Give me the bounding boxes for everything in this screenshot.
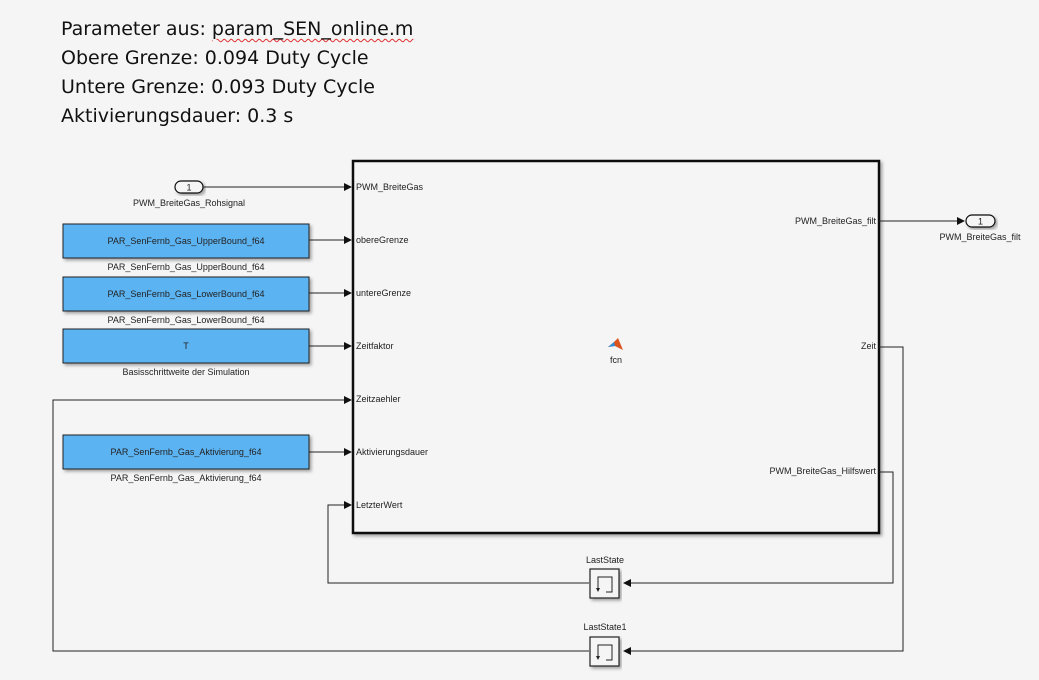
note-activation-duration: Aktivierungsdauer: 0.3 s <box>61 105 294 127</box>
feedback-line-letzterwert[interactable] <box>327 501 589 584</box>
outport-label: PWM_BreiteGas_filt <box>939 232 1021 242</box>
constant-value: PAR_SenFernb_Gas_Aktivierung_f64 <box>111 447 262 457</box>
delay-label: LastState1 <box>583 622 626 632</box>
input-port-zeitfaktor: Zeitfaktor <box>356 341 394 351</box>
input-port-letzterwert: LetzterWert <box>356 500 403 510</box>
param-file-name: param_SEN_online.m <box>211 18 414 40</box>
outport-number: 1 <box>978 217 983 227</box>
annotation-notes: Parameter aus: param_SEN_online.m Obere … <box>61 15 413 131</box>
unit-delay-icon <box>596 576 613 593</box>
output-port-zeit: Zeit <box>861 341 877 351</box>
constant-value: PAR_SenFernb_Gas_UpperBound_f64 <box>108 236 265 246</box>
constant-value: PAR_SenFernb_Gas_LowerBound_f64 <box>108 289 265 299</box>
input-port-pwm-breitegas: PWM_BreiteGas <box>356 182 424 192</box>
feedback-line-zeitzaehler[interactable] <box>52 396 589 652</box>
constant-label: PAR_SenFernb_Gas_LowerBound_f64 <box>108 315 265 325</box>
constant-label: Basisschrittweite der Simulation <box>122 367 249 377</box>
output-port-hilfswert: PWM_BreiteGas_Hilfswert <box>769 466 876 476</box>
constant-block-aktivierung[interactable]: PAR_SenFernb_Gas_Aktivierung_f64 PAR_Sen… <box>62 434 310 483</box>
unit-delay-icon <box>596 644 613 661</box>
feedback-line-hilfswert[interactable] <box>623 471 894 587</box>
fcn-label: fcn <box>610 355 622 365</box>
unit-delay-laststate1[interactable]: LastState1 <box>583 622 627 667</box>
constant-block-lowerbound[interactable]: PAR_SenFernb_Gas_LowerBound_f64 PAR_SenF… <box>62 276 310 325</box>
constant-label: PAR_SenFernb_Gas_UpperBound_f64 <box>108 262 265 272</box>
output-port-pwm-breitegas-filt: PWM_BreiteGas_filt <box>795 216 877 226</box>
matlab-function-block[interactable]: fcn PWM_BreiteGas obereGrenze untereGren… <box>351 159 881 535</box>
constant-label: PAR_SenFernb_Gas_Aktivierung_f64 <box>111 473 262 483</box>
constant-block-t[interactable]: T Basisschrittweite der Simulation <box>62 328 310 377</box>
inport-number: 1 <box>186 183 191 193</box>
note-param-source: Parameter aus: param_SEN_online.m <box>61 18 414 40</box>
matlab-logo-icon <box>608 338 623 350</box>
input-port-oberegrenze: obereGrenze <box>356 235 409 245</box>
note-upper-bound: Obere Grenze: 0.094 Duty Cycle <box>61 47 369 69</box>
input-port-unteregrenze: untereGrenze <box>356 288 411 298</box>
inport-block[interactable]: 1 PWM_BreiteGas_Rohsignal <box>133 180 245 208</box>
input-port-aktivierungsdauer: Aktivierungsdauer <box>356 447 428 457</box>
note-lower-bound: Untere Grenze: 0.093 Duty Cycle <box>61 76 375 98</box>
delay-label: LastState <box>586 555 624 565</box>
outport-block[interactable]: 1 PWM_BreiteGas_filt <box>939 214 1021 242</box>
inport-label: PWM_BreiteGas_Rohsignal <box>133 198 245 208</box>
input-port-zeitzaehler: Zeitzaehler <box>356 394 401 404</box>
constant-value: T <box>183 341 189 351</box>
feedback-line-zeit[interactable] <box>623 346 904 655</box>
unit-delay-laststate[interactable]: LastState <box>586 555 624 599</box>
constant-block-upperbound[interactable]: PAR_SenFernb_Gas_UpperBound_f64 PAR_SenF… <box>62 223 310 272</box>
